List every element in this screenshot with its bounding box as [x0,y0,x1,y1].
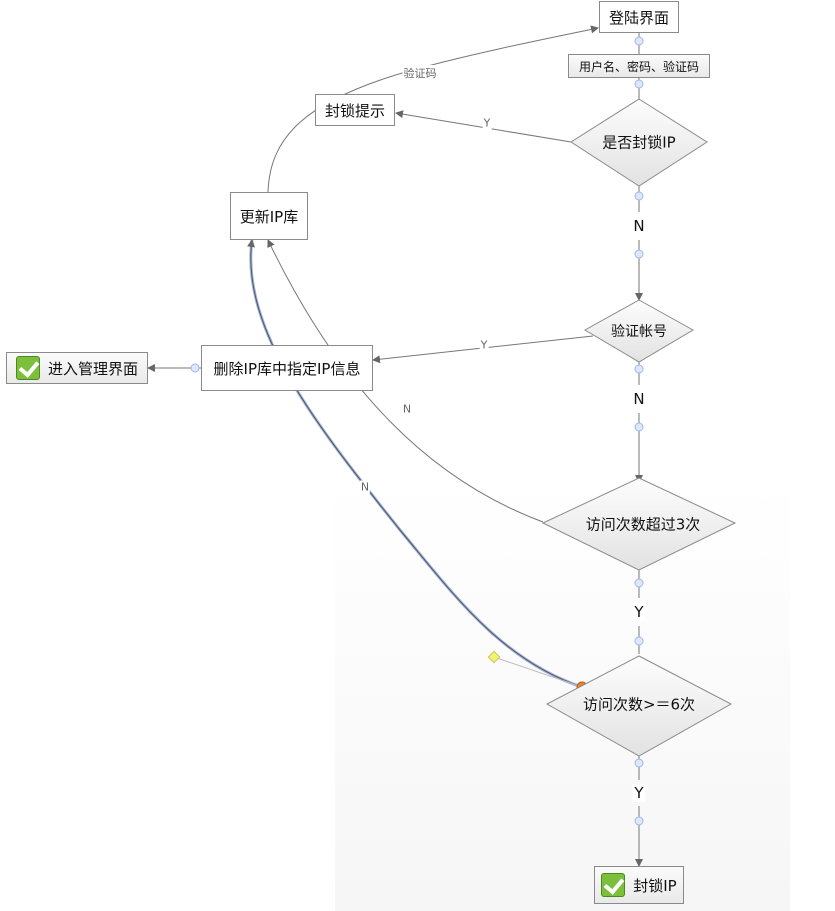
handle-line [493,656,583,688]
diamond-over3-label: 访问次数超过3次 [585,515,701,534]
edge-label-captcha: 验证码 [402,65,438,81]
edge-label-n-ge6: N [359,480,371,494]
node-credentials-label: 用户名、密码、验证码 [578,59,699,74]
node-update-ip-label: 更新IP库 [239,207,299,226]
connector-dots [190,36,644,826]
node-enter-admin-label: 进入管理界面 [47,359,138,378]
diamond-ge6-label: 访问次数>＝6次 [582,695,696,714]
segment-label-n2: N [631,390,647,408]
node-block-notice[interactable]: 封锁提示 [315,94,395,126]
diamond-is-blocked-label: 是否封锁IP [602,133,676,152]
edge-over3-update [267,239,544,523]
node-block-notice-label: 封锁提示 [324,101,385,120]
edge-ge6-update-highlight [249,239,583,689]
node-login[interactable]: 登陆界面 [599,1,679,33]
segment-label-y2: Y [632,784,646,802]
diamond-ge6 [545,655,733,757]
checkmark-icon [15,356,40,380]
handle-diamond [487,650,501,664]
segment-label-n1: N [631,217,647,235]
segment-label-y1: Y [632,603,646,621]
diamond-is-blocked [570,98,708,187]
edge-label-n-over3: N [401,402,413,416]
edge-label-y-blocked: Y [482,116,492,130]
diamond-verify-label: 验证帐号 [611,324,667,340]
diamond-over3 [541,477,737,571]
diamond-verify [583,299,695,363]
node-block-ip-label: 封锁IP [633,876,677,895]
node-block-ip[interactable]: 封锁IP [594,866,684,904]
node-enter-admin[interactable]: 进入管理界面 [6,352,148,384]
node-credentials[interactable]: 用户名、密码、验证码 [568,54,710,78]
node-update-ip[interactable]: 更新IP库 [230,192,308,240]
edge-ge6-update [247,239,583,688]
node-delete-ip[interactable]: 删除IP库中指定IP信息 [201,345,373,391]
node-delete-ip-label: 删除IP库中指定IP信息 [213,359,361,378]
checkmark-icon [601,873,626,897]
node-login-label: 登陆界面 [608,8,669,27]
edge-label-y-verified: Y [479,338,489,352]
